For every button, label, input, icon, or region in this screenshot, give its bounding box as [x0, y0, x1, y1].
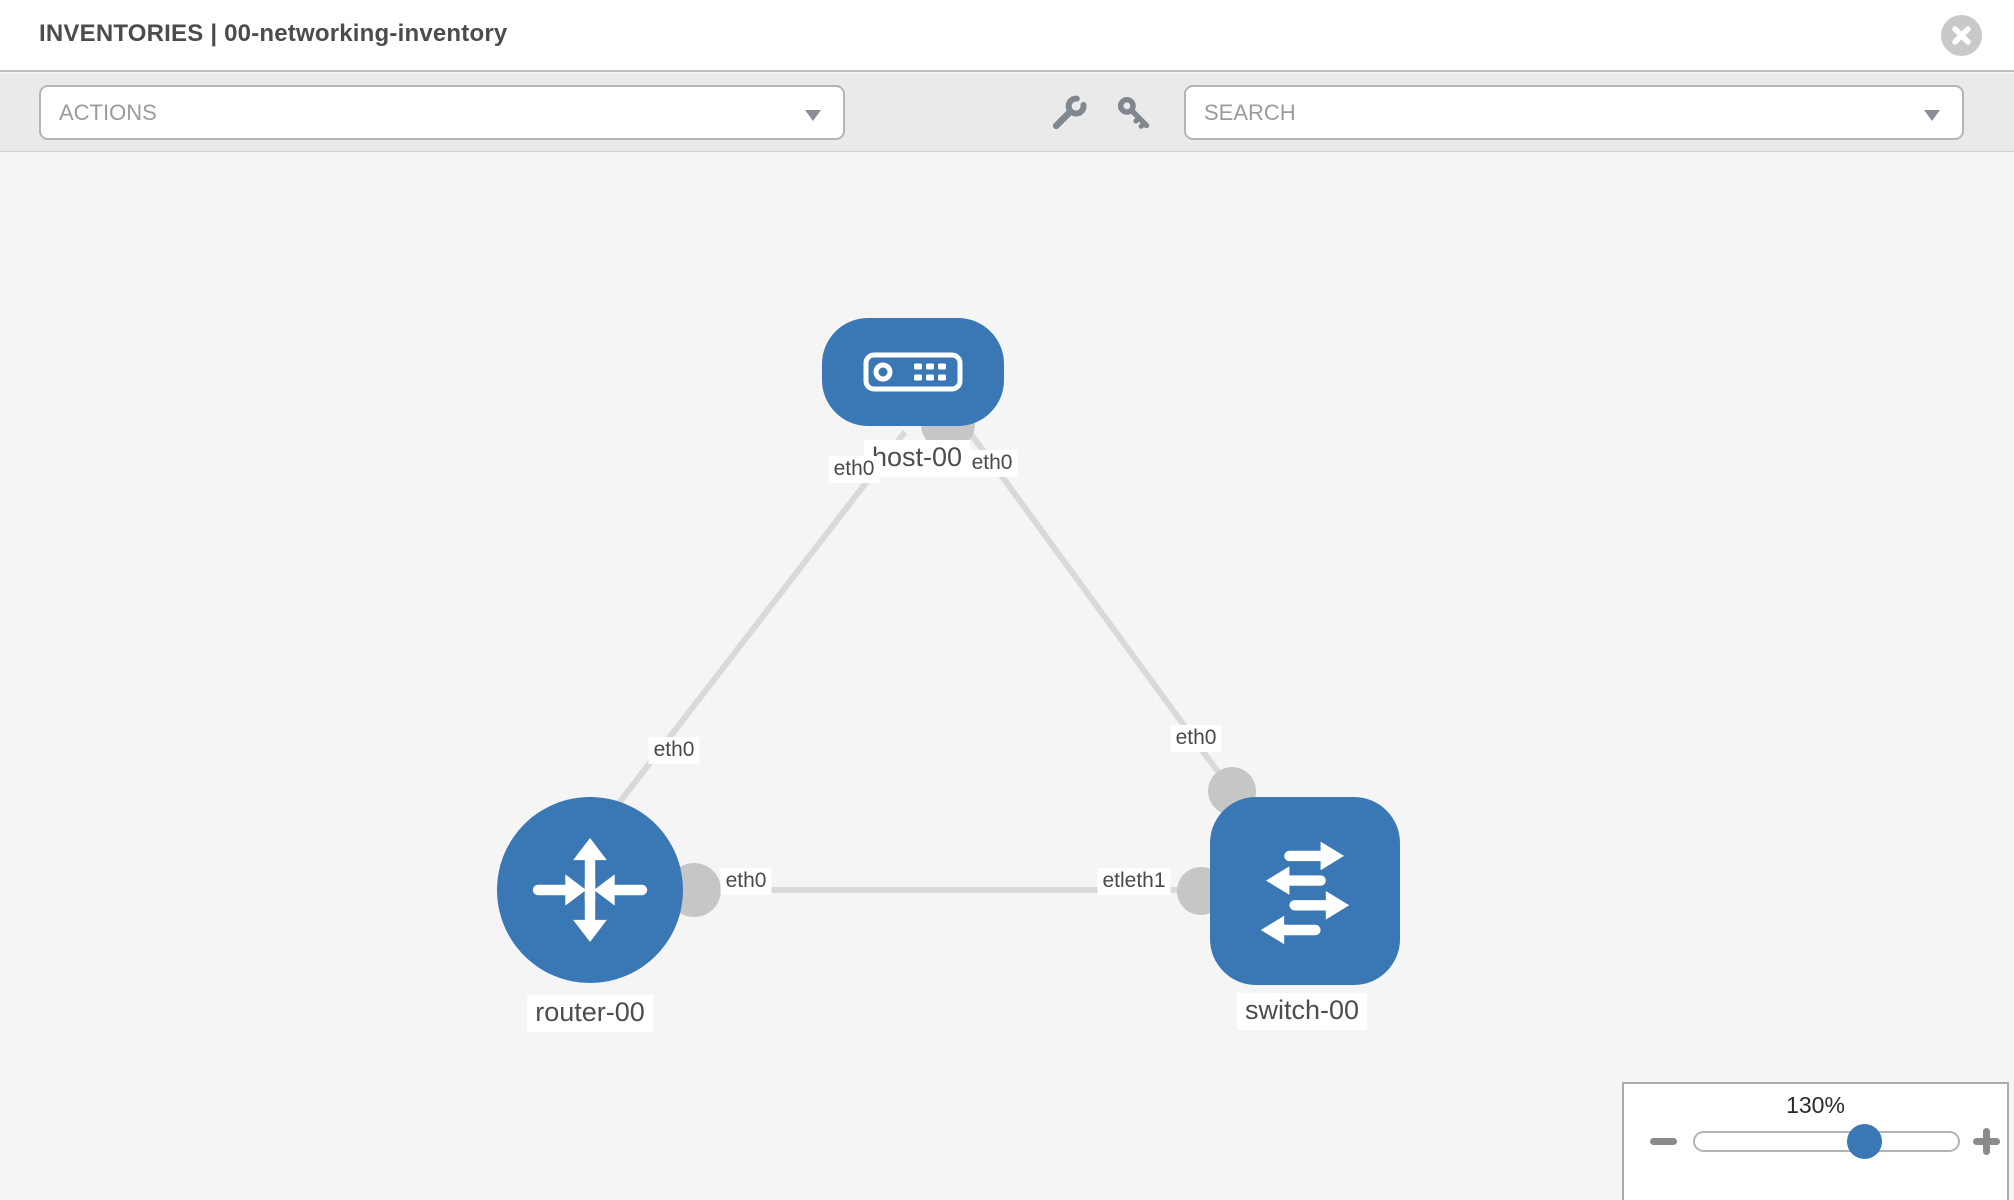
actions-dropdown-label: ACTIONS: [59, 100, 157, 125]
interface-label-router-eth0-uplink: eth0: [648, 737, 700, 764]
key-button[interactable]: [1115, 94, 1153, 132]
toolbar: ACTIONS SEARCH: [0, 74, 2014, 152]
search-dropdown-label: SEARCH: [1204, 100, 1296, 125]
node-host-00[interactable]: [822, 318, 1004, 426]
topology-canvas[interactable]: host-00 router-00 switch-00 eth0 eth0 et…: [0, 153, 2014, 1200]
node-label-router-00[interactable]: router-00: [527, 995, 653, 1032]
interface-label-switch-eth1: etleth1: [1097, 868, 1171, 895]
interface-label-host-eth0-right: eth0: [966, 450, 1018, 477]
node-label-host-00[interactable]: host-00: [863, 440, 971, 477]
page-title: INVENTORIES | 00-networking-inventory: [39, 20, 508, 47]
node-label-switch-00[interactable]: switch-00: [1236, 993, 1368, 1030]
interface-label-router-eth0: eth0: [720, 868, 772, 895]
node-switch-00[interactable]: [1210, 797, 1400, 985]
node-router-00[interactable]: [497, 797, 683, 983]
chevron-down-icon: [805, 110, 821, 121]
zoom-slider-handle[interactable]: [1847, 1124, 1882, 1159]
key-icon: [1115, 96, 1153, 136]
zoom-slider-track[interactable]: [1693, 1131, 1960, 1152]
wrench-icon: [1050, 95, 1088, 136]
wrench-button[interactable]: [1050, 94, 1088, 132]
actions-dropdown[interactable]: ACTIONS: [39, 85, 845, 140]
header-bar: INVENTORIES | 00-networking-inventory: [0, 0, 2014, 72]
interface-label-host-eth0-left: eth0: [828, 456, 880, 483]
zoom-level-value: 130%: [1786, 1092, 1845, 1118]
close-button[interactable]: [1941, 15, 1982, 56]
zoom-in-button[interactable]: [1973, 1128, 2000, 1155]
chevron-down-icon: [1924, 110, 1940, 121]
interface-label-switch-eth0-uplink: eth0: [1170, 725, 1222, 752]
links-layer: [609, 397, 1256, 917]
zoom-out-button[interactable]: [1650, 1138, 1677, 1145]
search-dropdown[interactable]: SEARCH: [1184, 85, 1964, 140]
zoom-control-panel: 130%: [1622, 1082, 2009, 1200]
